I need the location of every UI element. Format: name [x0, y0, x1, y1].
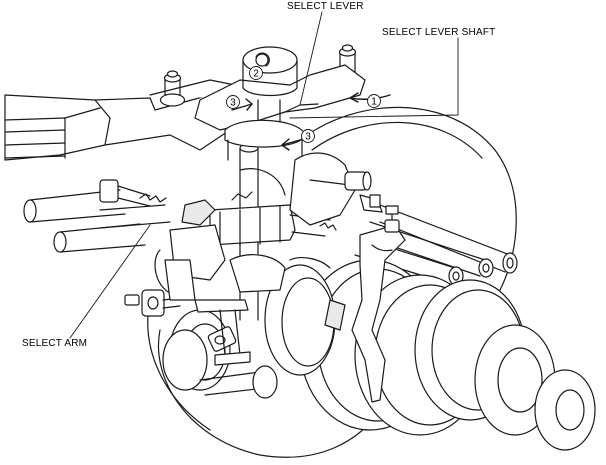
select-lever-shaft-label: SELECT LEVER SHAFT: [382, 27, 496, 38]
select-arm: [154, 191, 337, 366]
shift-fork: [351, 205, 406, 403]
select-arm-label: SELECT ARM: [22, 338, 88, 349]
marker-2-circle: [249, 66, 263, 80]
marker-1: 1: [371, 97, 377, 108]
marker-3a: 3: [230, 98, 236, 109]
marker-numbers: 1 2 3 3: [230, 69, 377, 143]
synchronizer-assembly: [264, 257, 596, 451]
marker-1-circle: [367, 94, 381, 108]
marker-3a-circle: [226, 95, 240, 109]
bracket-posts: [159, 44, 357, 107]
shift-rails-right: [354, 204, 518, 286]
right-linkage: [239, 152, 383, 226]
marker-circles: [226, 66, 381, 143]
lower-gear-stack: [162, 309, 278, 399]
marker-3b: 3: [305, 132, 311, 143]
marker-3b-circle: [301, 129, 315, 143]
select-lever: [194, 46, 366, 131]
leader-lines: [69, 11, 459, 339]
select-lever-label: SELECT LEVER: [287, 1, 364, 12]
bolt-cluster: [99, 179, 237, 352]
housing-outline: [147, 106, 517, 458]
shift-rails-left: [23, 189, 171, 253]
marker-2: 2: [253, 69, 259, 80]
